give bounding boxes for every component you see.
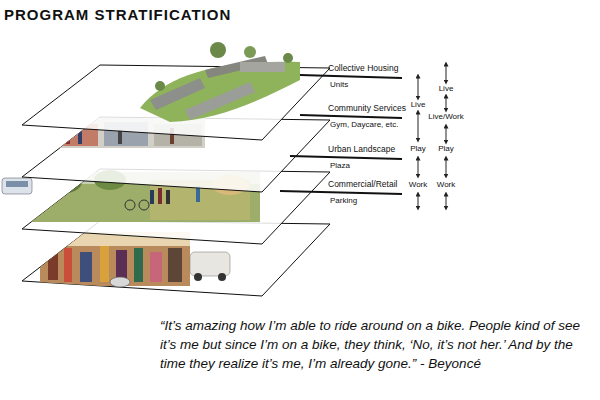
use-label: Work xyxy=(409,180,428,189)
use-label: Play xyxy=(438,144,454,153)
layer-detail: Gym, Daycare, etc. xyxy=(330,120,398,129)
use-label: Live xyxy=(411,100,426,109)
housing-layer xyxy=(22,42,330,140)
layer-detail: Units xyxy=(330,80,348,89)
layer-detail: Parking xyxy=(330,196,357,205)
layer-name: Collective Housing xyxy=(328,63,398,73)
leader-lines xyxy=(280,75,402,194)
bus-icon xyxy=(2,178,32,194)
quote-caption: “It’s amazing how I’m able to ride aroun… xyxy=(160,316,594,373)
diagram-title: PROGRAM STRATIFICATION xyxy=(4,6,231,23)
use-label: Work xyxy=(437,180,456,189)
use-label: Live/Work xyxy=(428,112,463,121)
layer-name: Urban Landscape xyxy=(328,144,395,154)
layer-detail: Plaza xyxy=(330,161,350,170)
use-label: Play xyxy=(410,144,426,153)
use-label: Live xyxy=(439,84,454,93)
layer-name: Community Services xyxy=(328,103,406,113)
layer-name: Commercial/Retail xyxy=(328,179,397,189)
